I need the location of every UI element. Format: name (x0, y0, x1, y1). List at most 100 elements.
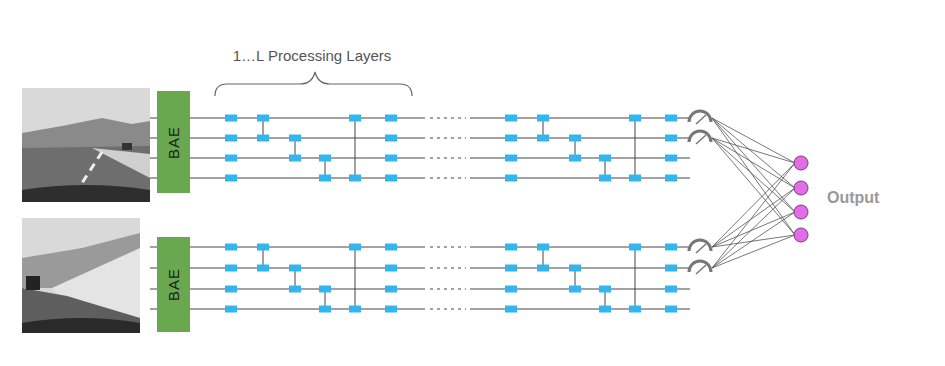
quantum-gate (349, 115, 361, 122)
qubit-wire (150, 268, 425, 269)
quantum-gate (505, 135, 517, 142)
continuation-dots (430, 178, 466, 179)
dense-connection (712, 138, 795, 163)
quantum-gate (505, 265, 517, 272)
meter-needle (696, 265, 706, 274)
quantum-gate (505, 175, 517, 182)
encoder-label: BAE (165, 125, 182, 158)
dense-connection (712, 235, 795, 247)
photo-truck (26, 276, 40, 290)
quantum-gate (225, 286, 237, 293)
quantum-gate (319, 155, 331, 162)
continuation-dots (430, 247, 466, 248)
quantum-gate (599, 306, 611, 313)
quantum-gate (225, 175, 237, 182)
dense-connection (712, 138, 795, 188)
quantum-gate (385, 155, 397, 162)
dense-connection (712, 235, 795, 268)
quantum-gate (349, 175, 361, 182)
road-photo (22, 88, 150, 202)
qubit-wire (150, 289, 425, 290)
quantum-gate (319, 286, 331, 293)
quantum-gate (385, 135, 397, 142)
quantum-gate (385, 265, 397, 272)
quantum-gate (665, 265, 677, 272)
dense-connection (712, 188, 795, 247)
quantum-gate (349, 244, 361, 251)
continuation-dots (430, 268, 466, 269)
quantum-gate (319, 306, 331, 313)
qubit-wire (150, 247, 425, 248)
quantum-gate (599, 286, 611, 293)
encoder-box: BAE (157, 91, 190, 193)
quantum-gate (505, 115, 517, 122)
quantum-gate (665, 175, 677, 182)
quantum-gate (349, 306, 361, 313)
encoder-label: BAE (165, 268, 182, 301)
quantum-gate (385, 115, 397, 122)
quantum-gate (665, 115, 677, 122)
quantum-gate (257, 115, 269, 122)
quantum-gate (629, 175, 641, 182)
qubit-wire (150, 138, 425, 139)
qubit-wire (470, 178, 690, 179)
quantum-gate (665, 244, 677, 251)
dense-connection (712, 163, 795, 247)
output-neuron (794, 205, 808, 219)
dense-connection (712, 188, 795, 268)
quantum-gate (665, 306, 677, 313)
quantum-gate (225, 244, 237, 251)
quantum-gate (385, 306, 397, 313)
photo-sky (22, 218, 140, 333)
continuation-dots (430, 138, 466, 139)
output-neuron (794, 228, 808, 242)
quantum-gate (569, 286, 581, 293)
quantum-gate (225, 135, 237, 142)
continuation-dots (430, 309, 466, 310)
quantum-gate (385, 175, 397, 182)
quantum-gate (225, 306, 237, 313)
quantum-gate (289, 155, 301, 162)
quantum-gate (537, 115, 549, 122)
quantum-gate (257, 135, 269, 142)
quantum-gate (537, 135, 549, 142)
quantum-gate (289, 265, 301, 272)
quantum-gate (289, 286, 301, 293)
quantum-gate (225, 115, 237, 122)
quantum-gate (385, 286, 397, 293)
continuation-dots (430, 289, 466, 290)
qubit-wire (470, 247, 690, 248)
dense-connection (712, 212, 795, 247)
encoder-box: BAE (157, 237, 190, 332)
quantum-gate (569, 155, 581, 162)
continuation-dots (430, 118, 466, 119)
quantum-gate (569, 135, 581, 142)
photo-lane (82, 152, 102, 183)
dense-connection (712, 118, 795, 212)
quantum-gate (537, 265, 549, 272)
quantum-gate (505, 286, 517, 293)
quantum-gate (225, 265, 237, 272)
quantum-gate (599, 155, 611, 162)
quantum-gate (665, 155, 677, 162)
quantum-gate (319, 175, 331, 182)
photo-dash (22, 185, 150, 202)
dense-connection (712, 138, 795, 212)
quantum-gate (665, 135, 677, 142)
qubit-wire (150, 309, 425, 310)
quantum-gate (289, 135, 301, 142)
entangling-link (635, 118, 636, 178)
quantum-gate (257, 265, 269, 272)
qubit-wire (150, 158, 425, 159)
qubit-wire (470, 309, 690, 310)
entangling-link (635, 247, 636, 309)
meter-needle (696, 135, 706, 144)
photo-car (122, 143, 132, 150)
qubit-wire (470, 118, 690, 119)
quantum-gate (225, 155, 237, 162)
meter-needle (696, 115, 706, 124)
output-label: Output (827, 189, 879, 207)
continuation-dots (430, 158, 466, 159)
road-photo (22, 218, 140, 333)
